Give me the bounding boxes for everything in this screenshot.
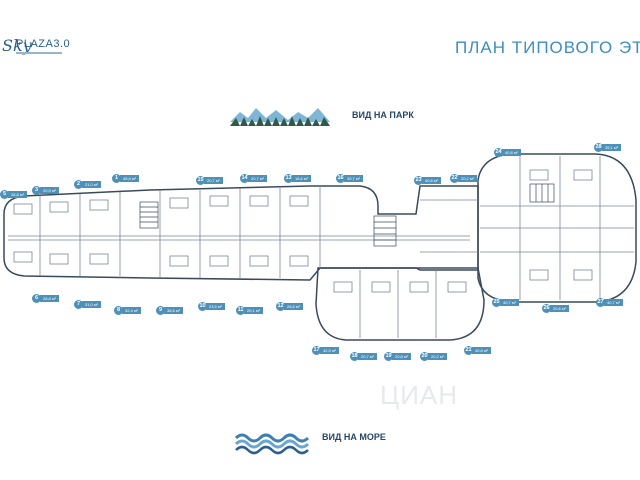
- sea-view-icon: [234, 433, 310, 455]
- unit-number: 26: [542, 304, 551, 313]
- unit-number: 17: [312, 346, 321, 355]
- unit-area: 40,8 м²: [472, 347, 491, 354]
- unit-number: 13: [284, 174, 293, 183]
- unit-area: 20,7 м²: [358, 353, 377, 360]
- unit-area: 40,8 м²: [422, 177, 441, 184]
- unit-area: 32,4 м²: [122, 307, 141, 314]
- unit-number: 21: [464, 346, 473, 355]
- logo-brand: PLAZA3.0: [16, 38, 71, 50]
- unit-area: 23,5 м²: [206, 303, 225, 310]
- unit-area: 45,6 м²: [120, 175, 139, 182]
- unit-area: 38,6 м²: [164, 307, 183, 314]
- unit-area: 20,7 м²: [248, 175, 267, 182]
- unit-area: 35,1 м²: [602, 144, 621, 151]
- unit-number: 11: [236, 306, 245, 315]
- unit-number: 2: [74, 180, 83, 189]
- unit-area: 21,0 м²: [82, 181, 101, 188]
- unit-area: 40,7 м²: [604, 299, 623, 306]
- unit-area: 28,8 м²: [284, 303, 303, 310]
- unit-number: 10: [198, 302, 207, 311]
- unit-number: 6: [32, 294, 41, 303]
- unit-number: 24: [494, 148, 503, 157]
- interior-walls: [8, 156, 634, 338]
- unit-area: 39,7 м²: [344, 175, 363, 182]
- unit-number: 19: [384, 352, 393, 361]
- logo: Sky PLAZA3.0: [2, 34, 71, 62]
- unit-number: 28: [594, 143, 603, 152]
- unit-number: 12: [276, 302, 285, 311]
- logo-script: Sky: [2, 36, 32, 55]
- unit-number: 20: [420, 352, 429, 361]
- page-title: ПЛАН ТИПОВОГО ЭТАЖ: [455, 38, 640, 57]
- unit-number: 25: [492, 298, 501, 307]
- unit-area: 20,2 м²: [458, 175, 477, 182]
- unit-number: 18: [350, 352, 359, 361]
- view-park-label: ВИД НА ПАРК: [352, 110, 414, 120]
- unit-area: 20,2 м²: [428, 353, 447, 360]
- unit-area: 20,1 м²: [244, 307, 263, 314]
- unit-number: 22: [450, 174, 459, 183]
- unit-number: 9: [156, 306, 165, 315]
- unit-area: 40,8 м²: [502, 149, 521, 156]
- unit-area: 20,8 м²: [392, 353, 411, 360]
- unit-area: 28,8 м²: [8, 191, 27, 198]
- watermark: ЦИАН: [380, 380, 459, 410]
- unit-area: 20,7 м²: [204, 177, 223, 184]
- stairs-and-elevators: [139, 183, 555, 247]
- unit-number: 16: [336, 174, 345, 183]
- park-view-icon: [230, 108, 330, 126]
- unit-number: 1: [112, 174, 121, 183]
- logo-underline: [16, 52, 62, 54]
- unit-number: 27: [596, 298, 605, 307]
- unit-number: 5: [0, 190, 9, 199]
- unit-area: 31,0 м²: [82, 301, 101, 308]
- unit-number: 7: [74, 300, 83, 309]
- unit-number: 14: [240, 174, 249, 183]
- unit-area: 40,7 м²: [500, 299, 519, 306]
- unit-number: 15: [196, 176, 205, 185]
- unit-number: 3: [32, 186, 41, 195]
- unit-area: 20,6 м²: [550, 305, 569, 312]
- view-sea-label: ВИД НА МОРЕ: [322, 432, 386, 442]
- unit-area: 18,6 м²: [292, 175, 311, 182]
- unit-area: 20,5 м²: [40, 187, 59, 194]
- unit-area: 28,8 м²: [40, 295, 59, 302]
- unit-number: 8: [114, 306, 123, 315]
- unit-number: 23: [414, 176, 423, 185]
- unit-area: 42,5 м²: [320, 347, 339, 354]
